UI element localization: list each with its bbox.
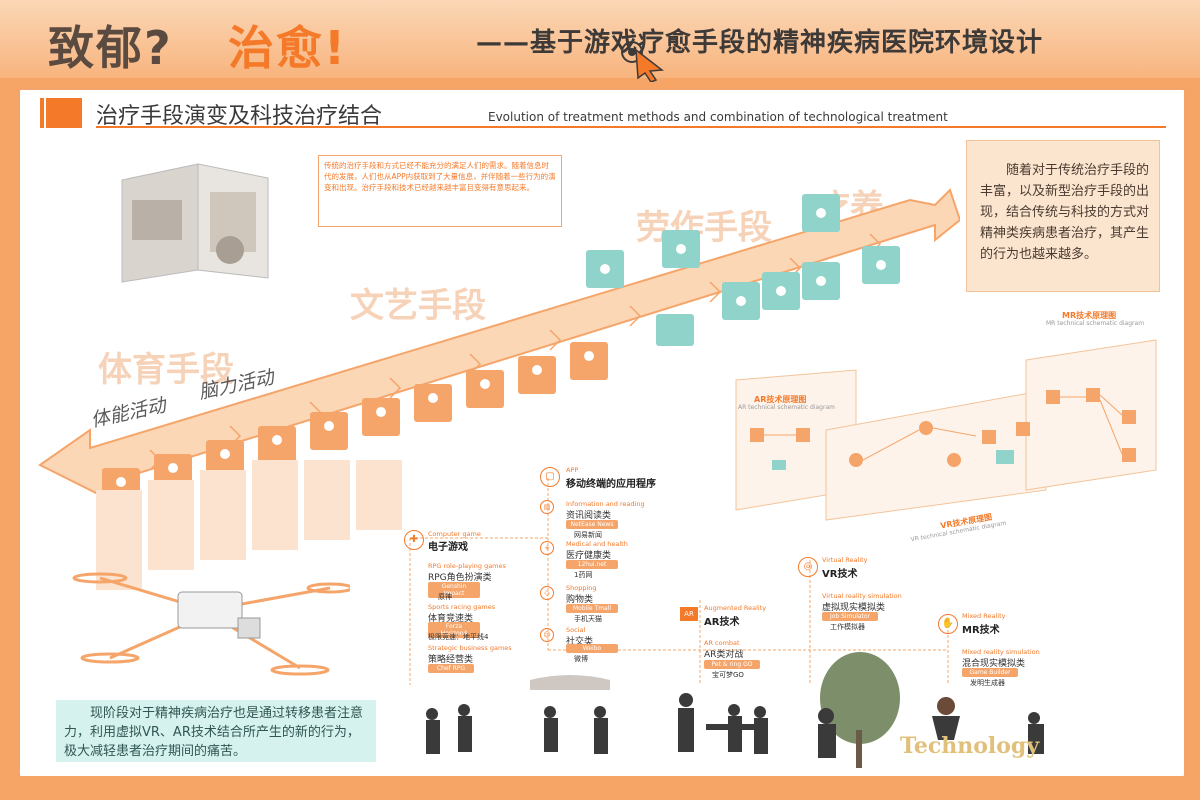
right-info-text: 随着对于传统治疗手段的丰富，以及新型治疗手段的出现，结合传统与科技的方式对精神类…: [980, 163, 1150, 262]
game-item-strategy-cn: 策略经营类: [428, 655, 474, 665]
game-item-rpg-en: RPG role-playing games: [428, 562, 506, 570]
mr-hand-icon: ✋: [938, 614, 958, 634]
ar-item-cn: AR类对战: [704, 650, 744, 660]
technology-word: Technology: [900, 733, 1040, 759]
mr-heading-cn: MR技术: [962, 625, 1000, 636]
app-item-info-cn: 资讯阅读类: [566, 511, 612, 521]
ar-diagram-subtitle: AR technical schematic diagram: [738, 404, 835, 411]
game-item-rpg-pill: Genshin Impact: [428, 582, 480, 598]
main-title-part-b: 治愈!: [228, 21, 347, 75]
main-title-part-a: 致郁?: [48, 21, 173, 75]
game-item-rpg-cn: RPG角色扮演类: [428, 573, 492, 583]
game-heading-cn: 电子游戏: [428, 542, 468, 553]
section-title-en: Evolution of treatment methods and combi…: [488, 110, 948, 124]
people-silhouettes: [426, 652, 1044, 768]
app-item-social-pill-cn: 微博: [574, 655, 588, 663]
medical-icon: +: [540, 541, 554, 555]
intro-text: 传统的治疗手段和方式已经不能充分的满足人们的需求。随着信息时代的发展，人们也从A…: [324, 161, 556, 192]
social-icon: ☺: [540, 628, 554, 642]
section-marker-thin: [40, 98, 44, 128]
mr-diagram-subtitle: MR technical schematic diagram: [1046, 320, 1145, 327]
vr-item-pill-cn: 工作模拟器: [830, 623, 865, 631]
mr-item-en: Mixed reality simulation: [962, 648, 1040, 656]
info-reading-icon: ▤: [540, 500, 554, 514]
game-heading-en: Computer game: [428, 530, 481, 538]
game-item-sports-pill-cn: 极限竞速：地平线4: [428, 633, 489, 641]
app-item-shopping-pill: Mobile Tmall: [566, 604, 618, 613]
app-item-info-pill: NetEase News: [566, 520, 618, 529]
section-marker: [46, 98, 82, 128]
mr-heading-en: Mixed Reality: [962, 612, 1006, 620]
vr-heading-cn: VR技术: [822, 569, 858, 580]
app-item-medical-pill-cn: 1药网: [574, 571, 593, 579]
app-item-info-en: Information and reading: [566, 500, 645, 508]
app-item-shopping-pill-cn: 手机天猫: [574, 615, 602, 623]
label-labor-means: 劳作手段: [636, 208, 772, 248]
game-item-sports-pill: Forza Horizon4: [428, 622, 480, 638]
ar-item-pill-cn: 宝可梦GO: [712, 671, 744, 679]
app-item-medical-en: Medical and health: [566, 540, 628, 548]
vr-item-cn: 虚拟现实模拟类: [822, 603, 886, 613]
game-item-strategy-pill: Chef RPG: [428, 664, 474, 673]
vr-item-en: Virtual reality simulation: [822, 592, 902, 600]
subtitle: ——基于游戏疗愈手段的精神疾病医院环境设计: [476, 28, 1044, 58]
app-item-shopping-en: Shopping: [566, 584, 597, 592]
drone-illustration: [72, 572, 350, 676]
bottom-left-note-box: [56, 700, 376, 762]
game-controller-icon: ✚: [404, 530, 424, 550]
mr-item-pill-cn: 发明生成器: [970, 679, 1005, 687]
activity-icons-orange: [102, 342, 608, 506]
shopping-icon: ◇: [540, 586, 554, 600]
photo-cube: [121, 163, 269, 283]
app-item-shopping-cn: 购物类: [566, 595, 594, 605]
app-item-social-en: Social: [566, 626, 586, 634]
game-item-rpg-pill-cn: 原神: [438, 593, 452, 601]
ar-heading-en: Augmented Reality: [704, 604, 767, 612]
ar-diagram-title: AR技术原理图: [754, 395, 807, 404]
ar-icon: AR: [680, 607, 698, 621]
game-item-sports-en: Sports racing games: [428, 603, 496, 611]
vr-item-pill: Job Simulator: [822, 612, 878, 621]
vr-headset-icon: ◎: [798, 557, 818, 577]
right-info-box: [966, 140, 1160, 292]
intro-box: [318, 155, 562, 227]
header-banner: [0, 0, 1200, 78]
app-item-info-pill-cn: 网易新闻: [574, 531, 602, 539]
app-item-social-cn: 社交类: [566, 637, 594, 647]
app-item-medical-cn: 医疗健康类: [566, 551, 612, 561]
ar-item-en: AR combat: [704, 639, 740, 647]
app-heading-cn: 移动终端的应用程序: [566, 479, 656, 490]
app-item-social-pill: Weibo: [566, 644, 618, 653]
schematic-diagrams: [735, 339, 1157, 521]
game-item-strategy-en: Strategic business games: [428, 644, 512, 652]
cursor-icon: [621, 41, 664, 82]
vr-heading-en: Virtual Reality: [822, 556, 868, 564]
faded-text-columns: [96, 460, 402, 590]
section-title: 治疗手段演变及科技治疗结合: [96, 104, 383, 129]
bottom-left-note-text: 现阶段对于精神疾病治疗也是通过转移患者注意力，利用虚拟VR、AR技术结合所产生的…: [64, 706, 364, 759]
label-sports-means: 体育手段: [98, 350, 234, 390]
app-item-medical-pill: 12hui.net: [566, 560, 618, 569]
ar-heading-cn: AR技术: [704, 617, 740, 628]
activity-icons-teal: [586, 194, 900, 346]
section-underline: [96, 126, 1166, 128]
game-item-sports-cn: 体育竞速类: [428, 614, 474, 624]
app-heading-en: APP: [566, 466, 579, 474]
label-arts-means: 文艺手段: [350, 286, 486, 326]
footer-bar: [0, 776, 1200, 800]
mr-diagram-title: MR技术原理图: [1062, 311, 1117, 320]
app-icon: ▢: [540, 467, 560, 487]
ar-item-pill: Pet & ring GO: [704, 660, 760, 669]
mr-item-cn: 混合现实模拟类: [962, 659, 1026, 669]
mr-item-pill: Game Builder: [962, 668, 1018, 677]
